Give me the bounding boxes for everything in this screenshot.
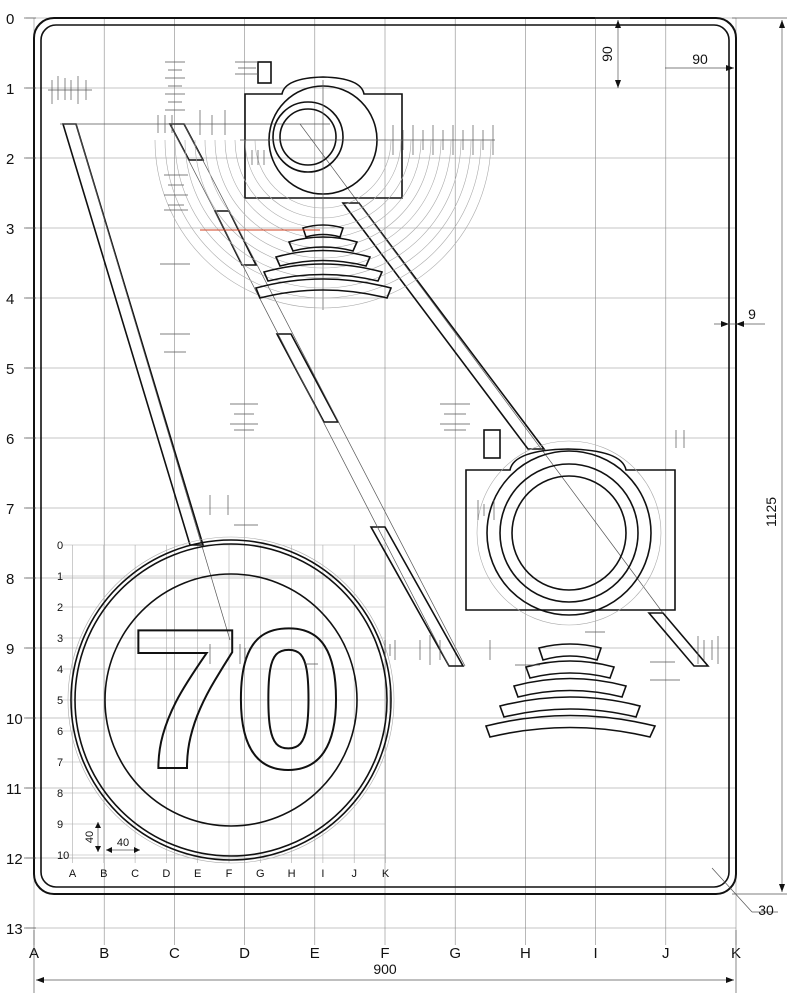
inner-row-label: 1 (57, 571, 63, 583)
radar-waves-icon (254, 224, 393, 299)
inner-row-label: 5 (57, 695, 63, 707)
row-label: 3 (6, 221, 14, 238)
dimension-top-margin: 90 (599, 46, 615, 62)
col-label: H (520, 945, 531, 962)
inner-row-label: 7 (57, 757, 63, 769)
dimension-annotations: 900 1125 90 90 9 30 40 40 (33, 17, 787, 993)
col-label: G (449, 945, 461, 962)
radar-waves-icon (484, 643, 657, 738)
camera-icon (465, 429, 676, 626)
sign-outer-border (33, 17, 737, 895)
dimension-inner-cell-width: 40 (117, 837, 129, 849)
row-label: 4 (6, 291, 14, 308)
guide-ticks (48, 61, 719, 710)
inner-col-label: G (256, 868, 265, 880)
diagonal-bar-segment (275, 333, 340, 423)
inner-col-label: H (288, 868, 296, 880)
dimension-inner-cell-height: 40 (84, 831, 96, 843)
diagonal-bar-right (341, 202, 546, 450)
inner-col-labels: A B C D E F G H I J K (69, 868, 390, 880)
inner-row-label: 6 (57, 726, 63, 738)
inner-col-label: C (131, 868, 139, 880)
sign-inner-border (40, 24, 730, 888)
inner-col-label: D (162, 868, 170, 880)
dimension-height: 1125 (763, 497, 779, 527)
diagonal-bar-right-lower (647, 612, 710, 667)
speed-limit-number: 70 (130, 588, 337, 811)
inner-row-label: 2 (57, 602, 63, 614)
dimension-width: 900 (373, 961, 397, 977)
col-label: C (169, 945, 180, 962)
row-label: 1 (6, 81, 14, 98)
diagonal-bar-segment (369, 526, 465, 667)
inner-col-label: A (69, 868, 77, 880)
row-label: 7 (6, 501, 14, 518)
inner-row-label: 8 (57, 788, 63, 800)
row-label: 6 (6, 431, 14, 448)
row-label: 12 (6, 851, 23, 868)
row-label: 11 (6, 781, 22, 798)
camera-icon (154, 61, 495, 310)
inner-col-label: E (194, 868, 201, 880)
inner-row-label: 3 (57, 633, 63, 645)
row-label: 8 (6, 571, 14, 588)
col-label: I (594, 945, 598, 962)
row-label: 9 (6, 641, 14, 658)
row-label: 5 (6, 361, 14, 378)
col-label: F (380, 945, 389, 962)
diagonal-bar-left (61, 123, 205, 546)
col-label: J (662, 945, 670, 962)
col-label: B (99, 945, 109, 962)
diagonal-bars (60, 123, 710, 667)
camera-arc-guides (154, 139, 492, 309)
inner-col-label: K (382, 868, 390, 880)
dimension-corner: 30 (758, 902, 774, 918)
dimension-border: 9 (748, 306, 756, 322)
dimension-side-margin: 90 (692, 51, 708, 67)
inner-col-label: I (321, 868, 324, 880)
row-label: 10 (6, 711, 23, 728)
row-label: 2 (6, 151, 14, 168)
col-label: D (239, 945, 250, 962)
inner-row-label: 0 (57, 540, 63, 552)
inner-row-label: 4 (57, 664, 63, 676)
speed-limit-sign: 70 (67, 536, 395, 864)
inner-col-label: F (226, 868, 233, 880)
inner-row-label: 10 (57, 850, 69, 862)
inner-row-label: 9 (57, 819, 63, 831)
inner-col-label: J (351, 868, 357, 880)
col-label: E (310, 945, 320, 962)
row-label: 0 (6, 11, 14, 28)
inner-col-label: B (100, 868, 107, 880)
inner-row-labels: 0 1 2 3 4 5 6 7 8 9 10 (57, 540, 69, 862)
row-label: 13 (6, 921, 23, 938)
